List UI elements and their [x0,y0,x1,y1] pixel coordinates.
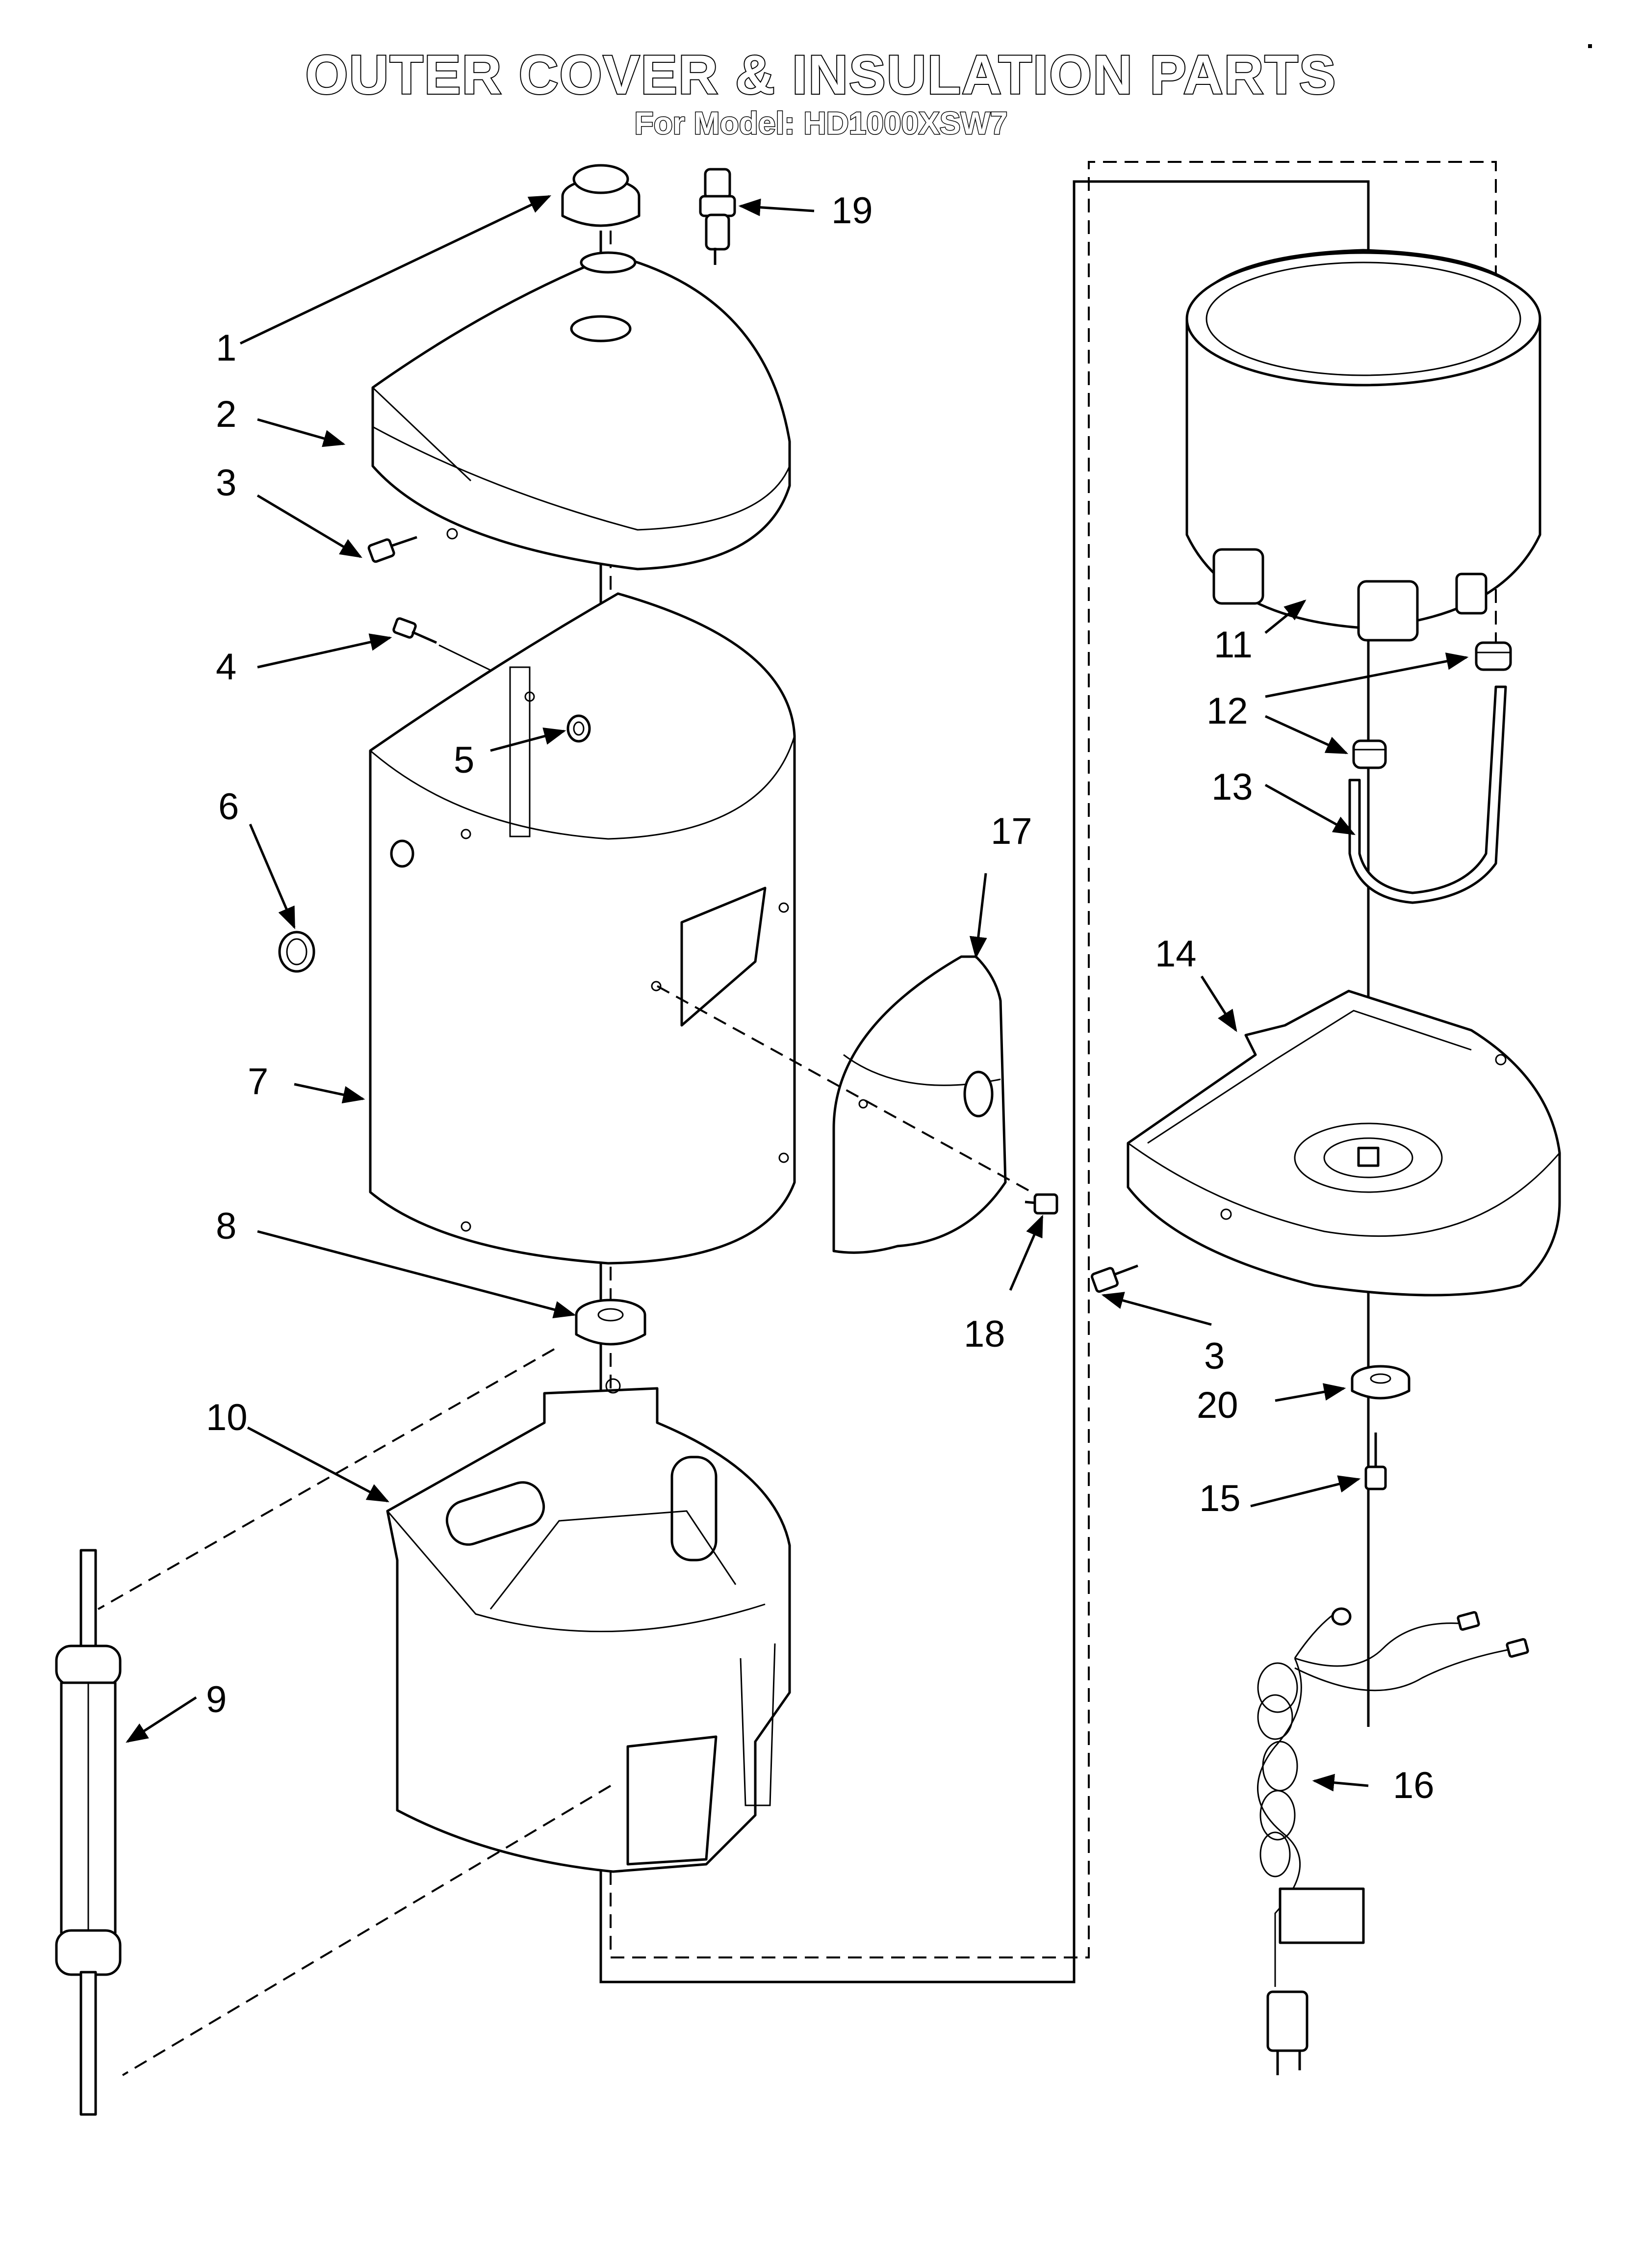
label-part-17: 17 [991,810,1032,852]
part-14-base-pan [1127,990,1561,1297]
part-6-plug [278,931,315,973]
label-part-5: 5 [454,739,474,781]
label-part-9: 9 [206,1679,227,1721]
part-19-fitting [699,168,736,265]
part-17-shield [832,955,1007,1254]
label-part-4: 4 [216,646,236,688]
part-12-fitting-right [1475,641,1512,671]
part-labels: 1 2 3 4 5 6 7 8 9 10 11 12 13 14 15 16 1… [206,190,1435,1806]
label-part-1: 1 [216,327,236,369]
label-part-11: 11 [1214,624,1253,666]
part-11-tank [1185,249,1541,642]
model-number: HD1000XSW7 [803,105,1008,142]
label-part-13: 13 [1211,766,1253,808]
shield-dashed-guide [657,985,1050,1203]
part-20-washer [1351,1365,1411,1400]
label-part-10: 10 [206,1397,248,1438]
part-10-insulation [386,1378,791,1873]
part-7-outer-shell [369,592,796,1265]
part-8-grommet [575,1299,646,1346]
part-3-screw-left [367,536,417,563]
label-part-19: 19 [831,190,873,232]
label-part-14: 14 [1155,933,1197,975]
part-12-fitting-left [1352,739,1387,769]
label-part-16: 16 [1393,1765,1435,1806]
part-15-screw [1364,1433,1387,1490]
part-1-cap [561,164,641,227]
label-part-6: 6 [218,786,239,828]
label-part-2: 2 [216,393,236,435]
part-3-screw-right [1091,1264,1138,1293]
label-part-12: 12 [1206,690,1248,732]
corner-dot [1588,44,1592,48]
part-5-washer [566,714,591,743]
part-2-top-cover [371,251,791,571]
model-line: For Model: HD1000XSW7 [0,105,1642,142]
part-18-screw [1025,1193,1058,1215]
label-part-3-left: 3 [216,462,236,504]
rod-dashed-guide-bottom [122,1785,612,2076]
part-9-rod [55,1549,122,2116]
label-part-7: 7 [248,1061,268,1102]
rod-dashed-guide-top [98,1348,555,1610]
label-part-15: 15 [1199,1478,1241,1519]
label-part-18: 18 [964,1313,1005,1355]
page-title: OUTER COVER & INSULATION PARTS [304,43,1337,106]
part-16-power-cord [1257,1607,1529,2075]
part-13-tube [1348,685,1507,904]
label-part-20: 20 [1197,1384,1238,1426]
label-part-3-right: 3 [1204,1335,1225,1377]
label-part-8: 8 [216,1205,236,1247]
leader-lines [126,195,1469,1792]
assembly-loop-dashed [610,161,1497,1958]
model-prefix: For Model: [634,105,804,142]
